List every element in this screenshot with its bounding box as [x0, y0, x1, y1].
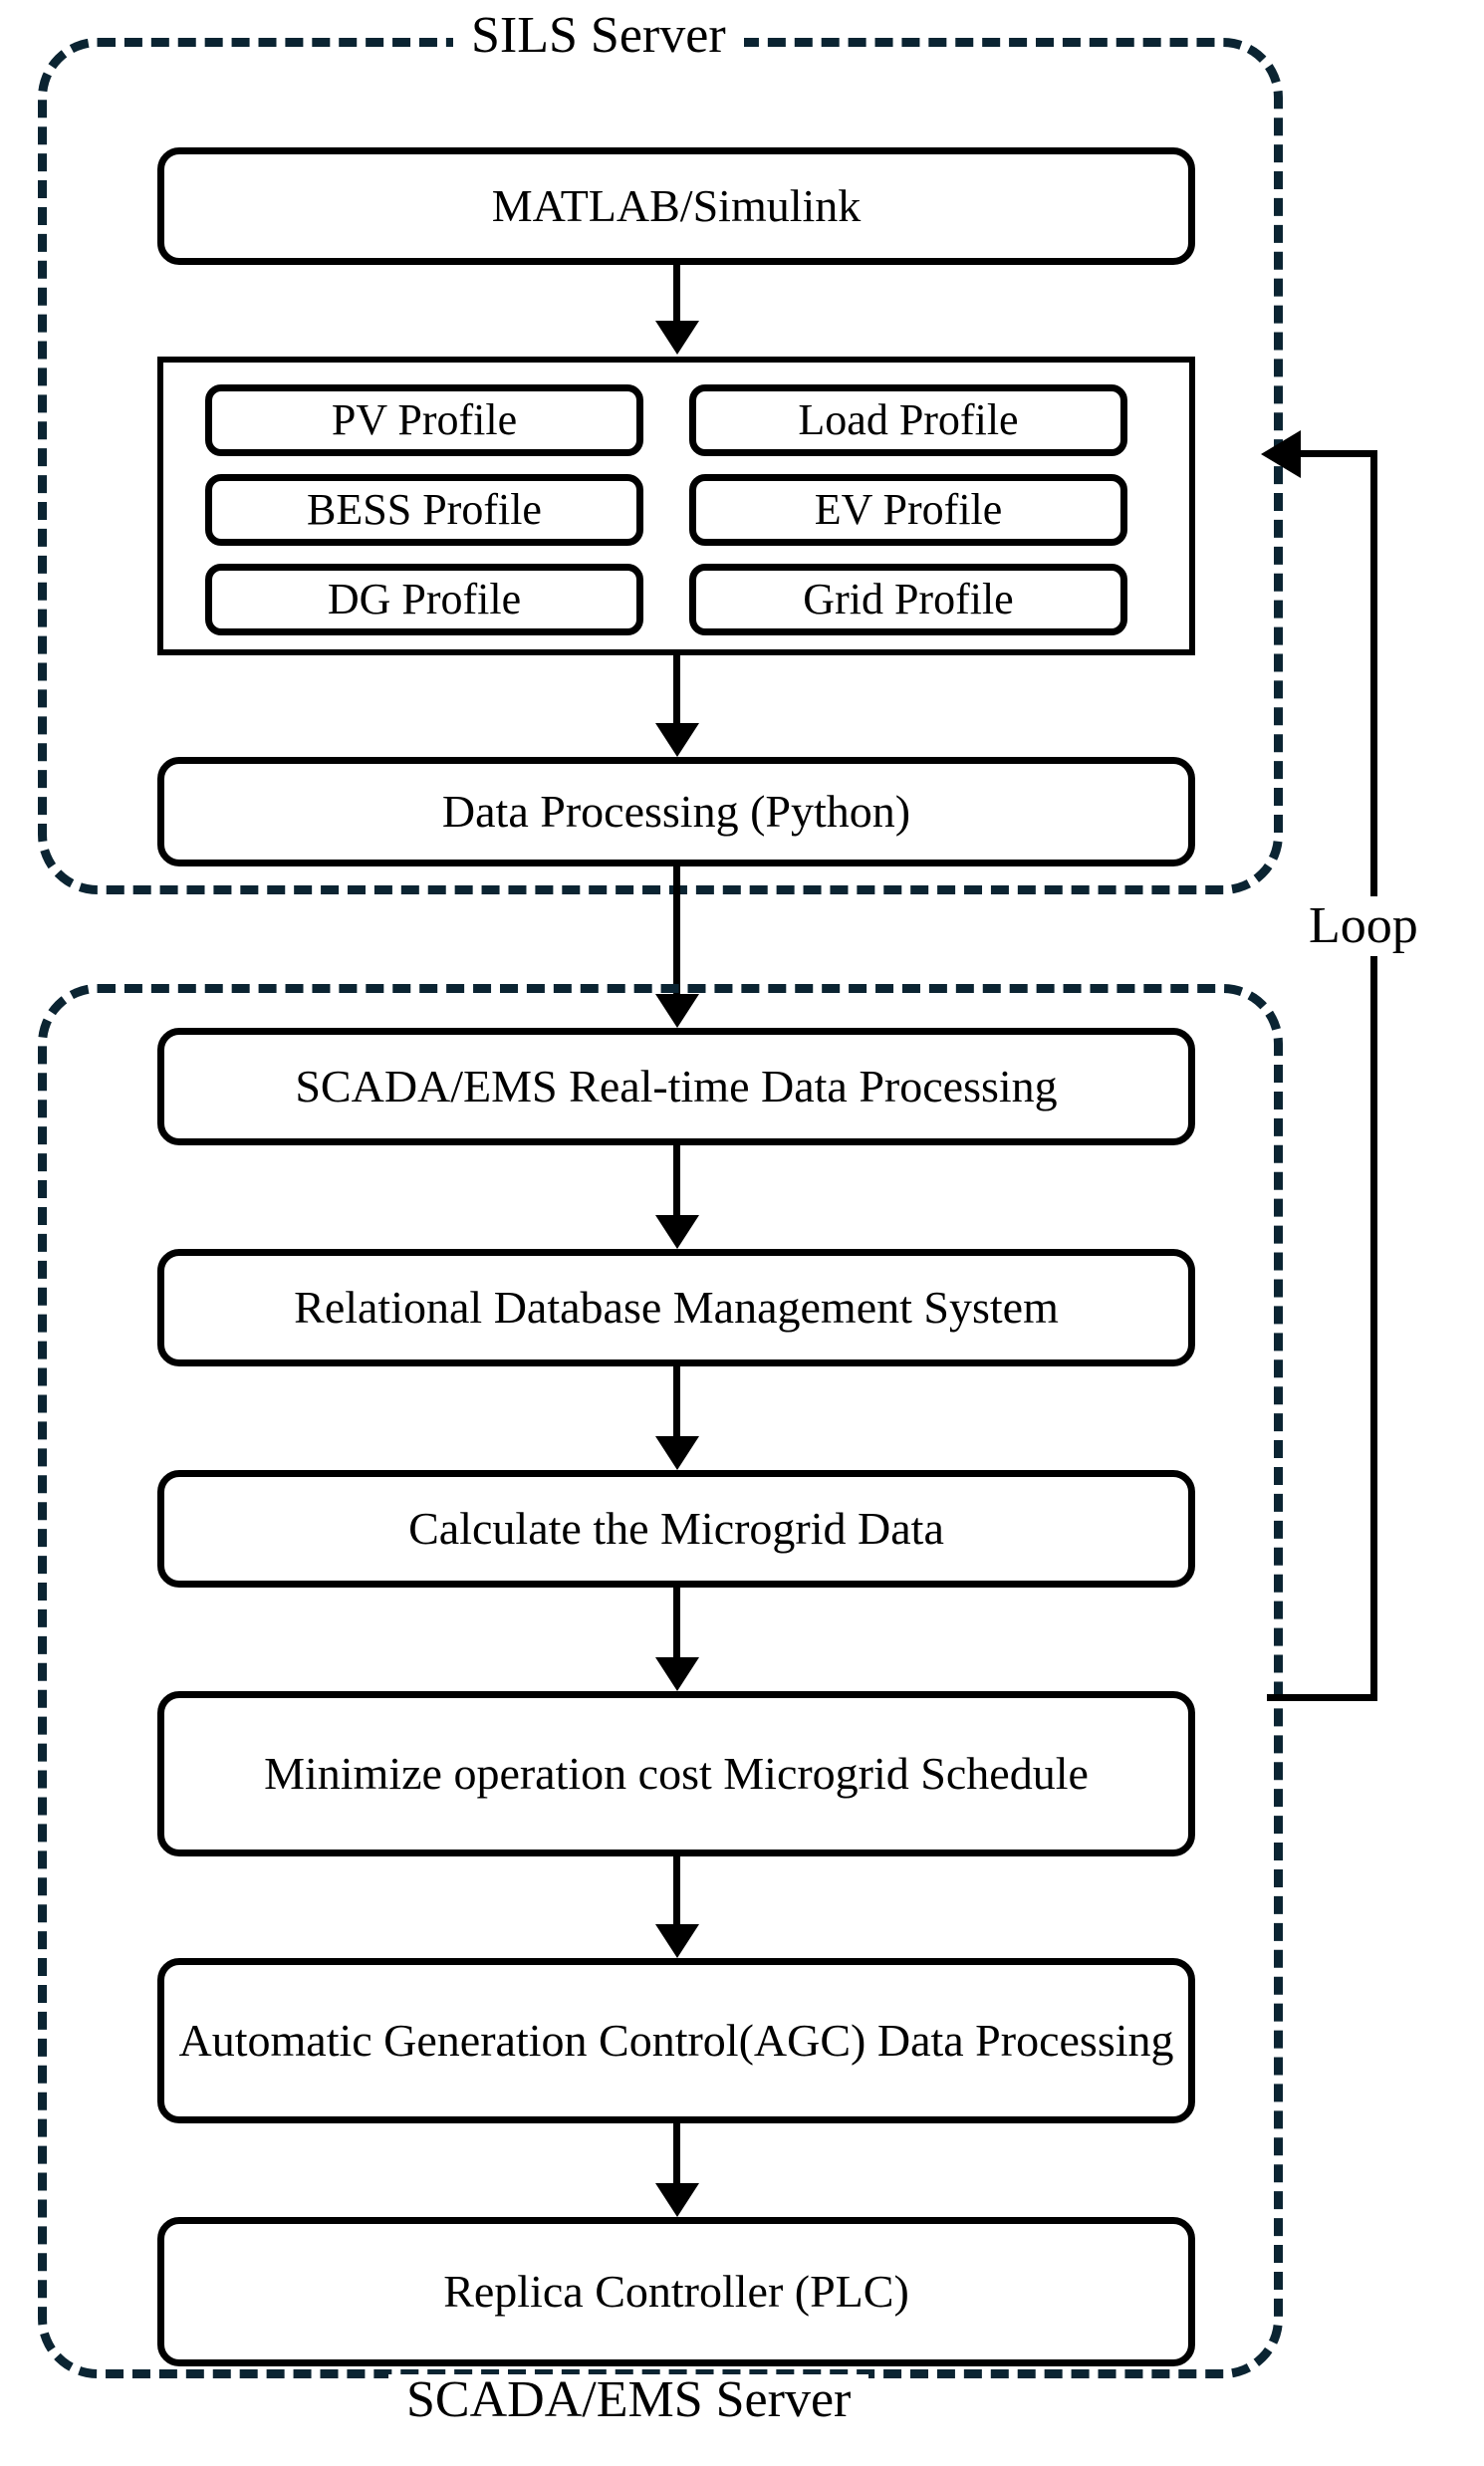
connector-profiles-to-dataprocessing — [673, 655, 680, 723]
profile-grid[interactable]: Grid Profile — [689, 564, 1127, 635]
profile-bess[interactable]: BESS Profile — [205, 474, 643, 546]
connector-scada-to-rdbms — [673, 1145, 680, 1215]
arrowhead-profiles-to-dataprocessing — [655, 723, 699, 757]
node-relational-database-management-system[interactable]: Relational Database Management System — [157, 1249, 1195, 1366]
profile-pv[interactable]: PV Profile — [205, 384, 643, 456]
node-calculate-the-microgrid-data[interactable]: Calculate the Microgrid Data — [157, 1470, 1195, 1588]
scada-ems-server-label: SCADA/EMS Server — [388, 2374, 869, 2426]
loop-arrowhead-icon — [1261, 430, 1301, 478]
scada-ems-server-group — [38, 984, 1283, 2378]
connector-sils-to-scada — [673, 866, 680, 994]
node-scada-ems-realtime-data-processing[interactable]: SCADA/EMS Real-time Data Processing — [157, 1028, 1195, 1145]
loop-top-segment — [1295, 450, 1377, 457]
node-replica-controller-plc[interactable]: Replica Controller (PLC) — [157, 2217, 1195, 2366]
profile-dg[interactable]: DG Profile — [205, 564, 643, 635]
node-minimize-operation-cost-microgrid-schedule[interactable]: Minimize operation cost Microgrid Schedu… — [157, 1691, 1195, 1856]
sils-server-label: SILS Server — [453, 10, 744, 62]
loop-vertical-segment — [1370, 450, 1377, 1701]
arrowhead-calculate-to-minimize — [655, 1657, 699, 1691]
arrowhead-scada-to-rdbms — [655, 1215, 699, 1249]
connector-minimize-to-agc — [673, 1856, 680, 1924]
loop-bottom-segment — [1267, 1694, 1377, 1701]
arrowhead-rdbms-to-calculate — [655, 1436, 699, 1470]
connector-matlab-to-profiles — [673, 265, 680, 321]
arrowhead-minimize-to-agc — [655, 1924, 699, 1958]
profile-ev[interactable]: EV Profile — [689, 474, 1127, 546]
profile-load[interactable]: Load Profile — [689, 384, 1127, 456]
connector-calculate-to-minimize — [673, 1588, 680, 1657]
node-automatic-generation-control-data-processing[interactable]: Automatic Generation Control(AGC) Data P… — [157, 1958, 1195, 2123]
node-matlab-simulink[interactable]: MATLAB/Simulink — [157, 147, 1195, 265]
node-data-processing-python[interactable]: Data Processing (Python) — [157, 757, 1195, 866]
loop-label: Loop — [1307, 896, 1420, 956]
connector-agc-to-replica — [673, 2123, 680, 2183]
arrowhead-sils-to-scada — [655, 994, 699, 1028]
connector-rdbms-to-calculate — [673, 1366, 680, 1436]
arrowhead-matlab-to-profiles — [655, 321, 699, 355]
profile-container: PV Profile Load Profile BESS Profile EV … — [157, 357, 1195, 655]
arrowhead-agc-to-replica — [655, 2183, 699, 2217]
